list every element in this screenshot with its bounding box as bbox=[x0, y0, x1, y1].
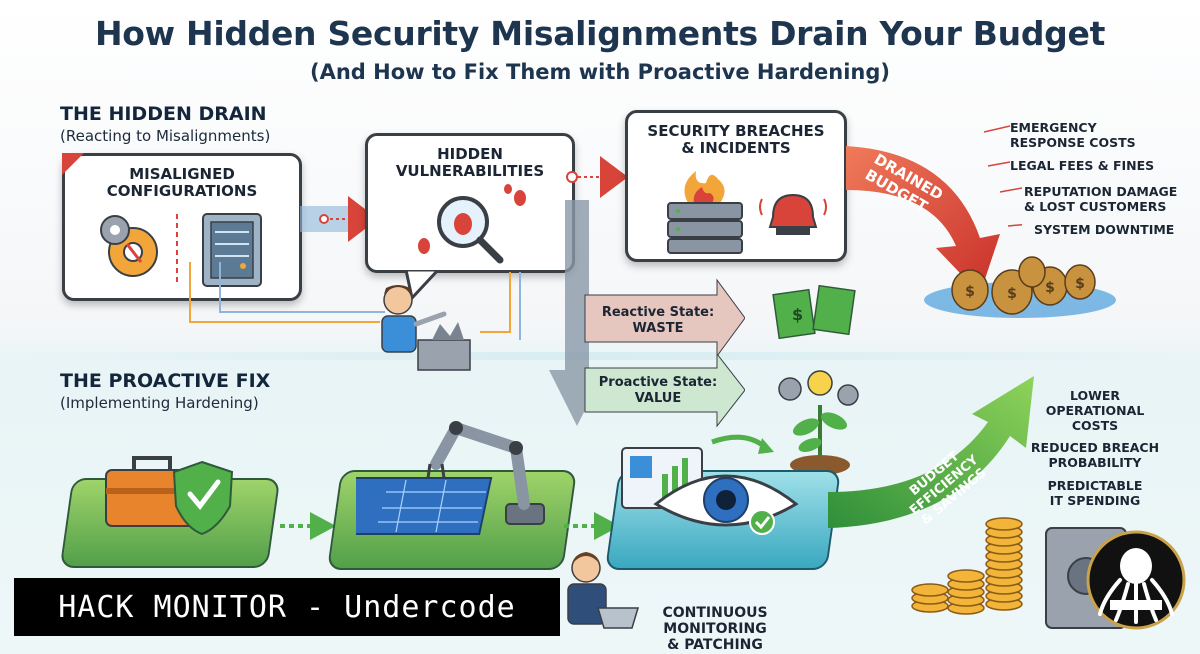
reactive-state-label: Reactive State: WASTE bbox=[601, 305, 715, 336]
benefit-predictable-spending: PREDICTABLE IT SPENDING bbox=[1047, 478, 1143, 508]
page-title: How Hidden Security Misalignments Drain … bbox=[94, 14, 1106, 53]
cost-reputation-damage: REPUTATION DAMAGE & LOST CUSTOMERS bbox=[1024, 184, 1178, 214]
svg-text:$: $ bbox=[1075, 276, 1085, 292]
svg-text:$: $ bbox=[1045, 280, 1055, 296]
page-subtitle: (And How to Fix Them with Proactive Hard… bbox=[309, 60, 891, 84]
proactive-state-label: Proactive State: VALUE bbox=[598, 375, 718, 406]
state-split-arrows bbox=[549, 200, 745, 428]
fix-subheading: (Implementing Hardening) bbox=[60, 394, 259, 412]
torn-money-icon: $ bbox=[772, 284, 856, 340]
security-breaches-label: SECURITY BREACHES & INCIDENTS bbox=[647, 122, 825, 158]
misaligned-configurations-panel: MISALIGNED CONFIGURATIONS bbox=[62, 153, 302, 301]
hidden-vulnerabilities-label: HIDDEN VULNERABILITIES bbox=[395, 145, 545, 181]
svg-text:$: $ bbox=[1007, 286, 1017, 302]
robot-arm-blueprint-icon bbox=[356, 421, 545, 535]
security-breaches-panel: SECURITY BREACHES & INCIDENTS bbox=[625, 110, 847, 262]
growth-plant-icon bbox=[778, 370, 859, 475]
stressed-worker-icon bbox=[381, 285, 471, 371]
speech-tail bbox=[404, 270, 441, 300]
fix-arrow-2 bbox=[564, 512, 620, 540]
monitoring-eye-icon bbox=[621, 434, 799, 535]
cost-emergency-response: EMERGENCY RESPONSE COSTS bbox=[1010, 120, 1136, 150]
worker-laptop-icon bbox=[567, 552, 640, 629]
signal-lines bbox=[189, 262, 521, 340]
drain-heading: THE HIDDEN DRAIN bbox=[60, 103, 267, 125]
broken-gears-icon bbox=[100, 213, 262, 287]
toolbox-shield-icon bbox=[105, 456, 234, 536]
benefit-lower-costs: LOWER OPERATIONAL COSTS bbox=[1045, 388, 1145, 433]
drained-budget-arrow bbox=[846, 146, 1000, 294]
cost-legal-fees: LEGAL FEES & FINES bbox=[1010, 158, 1155, 173]
svg-text:$: $ bbox=[965, 284, 975, 300]
misaligned-configurations-label: MISALIGNED CONFIGURATIONS bbox=[106, 165, 258, 201]
corner-accent bbox=[62, 153, 84, 175]
flow-arrow-2 bbox=[566, 156, 628, 198]
fix-arrow-1 bbox=[280, 512, 336, 540]
burning-server-icon bbox=[667, 171, 827, 254]
monitoring-label: CONTINUOUS MONITORING & PATCHING bbox=[662, 605, 768, 654]
money-bags-icon: $ $ $ $ bbox=[924, 256, 1116, 318]
flow-arrow-1 bbox=[300, 196, 378, 242]
cost-connector-lines bbox=[983, 125, 1022, 227]
watermark-banner: HACK MONITOR - Undercode bbox=[14, 578, 560, 636]
section-divider bbox=[0, 352, 1200, 360]
safe-logo-icon bbox=[1045, 527, 1186, 630]
coin-stacks-icon bbox=[911, 517, 1023, 615]
benefit-reduced-breach: REDUCED BREACH PROBABILITY bbox=[1030, 440, 1160, 470]
fix-heading: THE PROACTIVE FIX bbox=[60, 370, 271, 392]
cost-system-downtime: SYSTEM DOWNTIME bbox=[1034, 222, 1175, 237]
budget-efficiency-arrow bbox=[828, 376, 1034, 528]
magnifier-bug-icon bbox=[418, 184, 526, 264]
svg-text:$: $ bbox=[792, 305, 803, 324]
hidden-vulnerabilities-panel: HIDDEN VULNERABILITIES bbox=[365, 133, 575, 273]
drain-subheading: (Reacting to Misalignments) bbox=[60, 127, 271, 145]
